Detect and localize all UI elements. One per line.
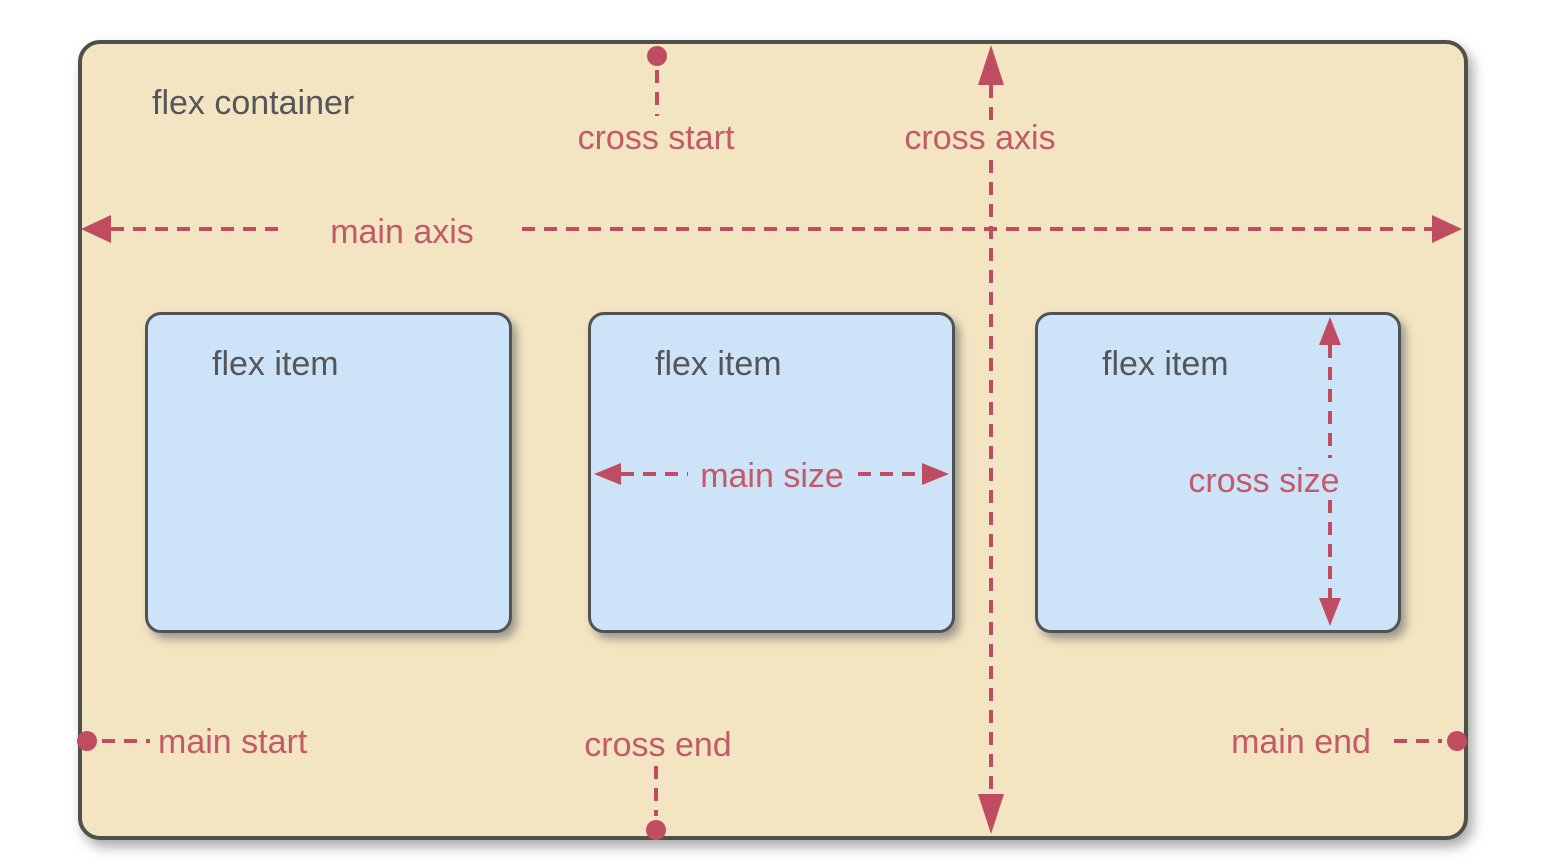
flex-item-box-3: flex item xyxy=(1035,312,1401,633)
cross-axis-label: cross axis xyxy=(904,119,1056,157)
flex-item-label: flex item xyxy=(655,345,782,383)
main-end-label: main end xyxy=(1231,723,1371,761)
main-axis-label: main axis xyxy=(330,213,474,251)
main-start-label: main start xyxy=(158,723,308,761)
flex-item-label: flex item xyxy=(212,345,339,383)
flex-container-label: flex container xyxy=(152,84,355,122)
main-size-label: main size xyxy=(700,457,844,495)
cross-end-label: cross end xyxy=(584,726,732,764)
cross-start-label: cross start xyxy=(577,119,735,157)
flex-item-label: flex item xyxy=(1102,345,1229,383)
flex-item-box-1: flex item xyxy=(145,312,512,633)
cross-size-label: cross size xyxy=(1188,462,1340,500)
